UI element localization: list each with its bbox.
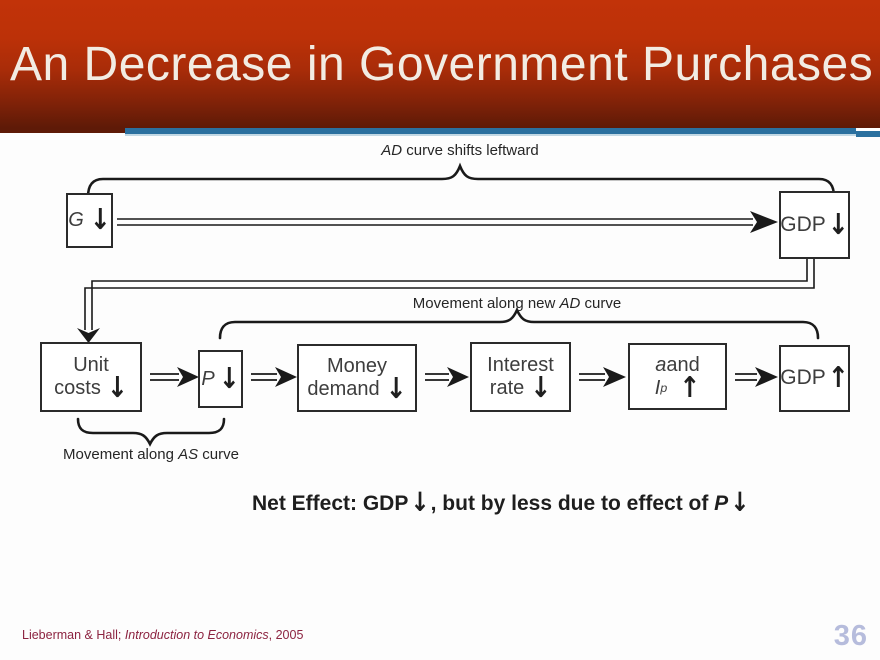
slide-title: An Decrease in Government Purchases xyxy=(10,38,874,91)
arrowhead-g-to-gdp xyxy=(750,211,778,233)
arrowhead-aip-to-gdp xyxy=(755,367,778,387)
box-gdp-down: GDP↓ xyxy=(779,191,850,259)
down-arrow-icon: ↓ xyxy=(827,207,849,241)
as-brace xyxy=(76,417,226,447)
header-left-stub xyxy=(0,128,125,133)
footer-year: , 2005 xyxy=(268,628,304,642)
accent-divider-line xyxy=(125,128,880,136)
box-aip-line1-rest: and xyxy=(666,353,700,376)
box-money-demand-line2: demand xyxy=(307,378,380,400)
down-arrow-icon: ↓ xyxy=(730,487,750,518)
up-arrow-icon: ↑ xyxy=(679,370,701,404)
box-interest-rate-line1: Interest xyxy=(487,354,554,376)
box-g-label: G xyxy=(68,209,84,231)
box-aip-line2-var: I xyxy=(654,376,661,399)
box-money-demand: Money demand↓ xyxy=(297,344,417,412)
arrowhead-into-unit-costs xyxy=(77,328,100,343)
down-arrow-icon: ↓ xyxy=(385,371,407,406)
box-interest-rate: Interest rate↓ xyxy=(470,342,571,412)
label-movement-new-ad: Movement along new AD curve xyxy=(412,295,622,312)
box-aip-line2-sup: p xyxy=(660,380,668,395)
top-brace xyxy=(86,162,836,199)
accent-divider-notch-lower xyxy=(856,131,880,137)
accent-divider-notch xyxy=(856,128,880,131)
box-g: G↓ xyxy=(66,193,113,248)
box-money-demand-line1: Money xyxy=(326,355,388,377)
footer-citation: Lieberman & Hall; Introduction to Econom… xyxy=(22,628,303,642)
arrowhead-interest-to-aip xyxy=(603,367,626,387)
new-ad-brace xyxy=(218,306,820,340)
up-arrow-icon: ↑ xyxy=(827,360,849,395)
box-unit-costs-line2: costs xyxy=(54,377,101,399)
slide-header: An Decrease in Government Purchases xyxy=(0,0,880,128)
footer-book-title: Introduction to Economics xyxy=(124,628,269,642)
down-arrow-icon: ↓ xyxy=(530,370,552,405)
label-movement-as: Movement along AS curve xyxy=(63,446,239,463)
net-effect-text: Net Effect: GDP↓, but by less due to eff… xyxy=(252,487,750,518)
box-unit-costs: Unit costs↓ xyxy=(40,342,142,412)
box-gdp-up: GDP↑ xyxy=(779,345,850,412)
arrowhead-p-to-money xyxy=(275,367,297,387)
footer-authors: Lieberman & Hall; xyxy=(22,628,125,642)
down-arrow-icon: ↓ xyxy=(106,370,128,405)
down-arrow-icon: ↓ xyxy=(410,487,430,518)
box-p: P↓ xyxy=(198,350,243,408)
label-ad-curve-shifts: AD curve shifts leftward xyxy=(381,142,539,159)
down-arrow-icon: ↓ xyxy=(89,202,111,237)
box-gdp-up-label: GDP xyxy=(780,366,826,390)
down-arrow-icon: ↓ xyxy=(218,361,240,395)
box-p-label: P xyxy=(201,367,215,390)
box-interest-rate-line2: rate xyxy=(489,377,525,399)
arrowhead-unit-to-p xyxy=(177,367,199,387)
box-gdp-down-label: GDP xyxy=(780,212,826,236)
box-aip-line1-var: a xyxy=(655,353,667,376)
box-unit-costs-line1: Unit xyxy=(73,354,109,376)
arrowhead-money-to-interest xyxy=(447,367,469,387)
page-number: 36 xyxy=(833,620,868,652)
